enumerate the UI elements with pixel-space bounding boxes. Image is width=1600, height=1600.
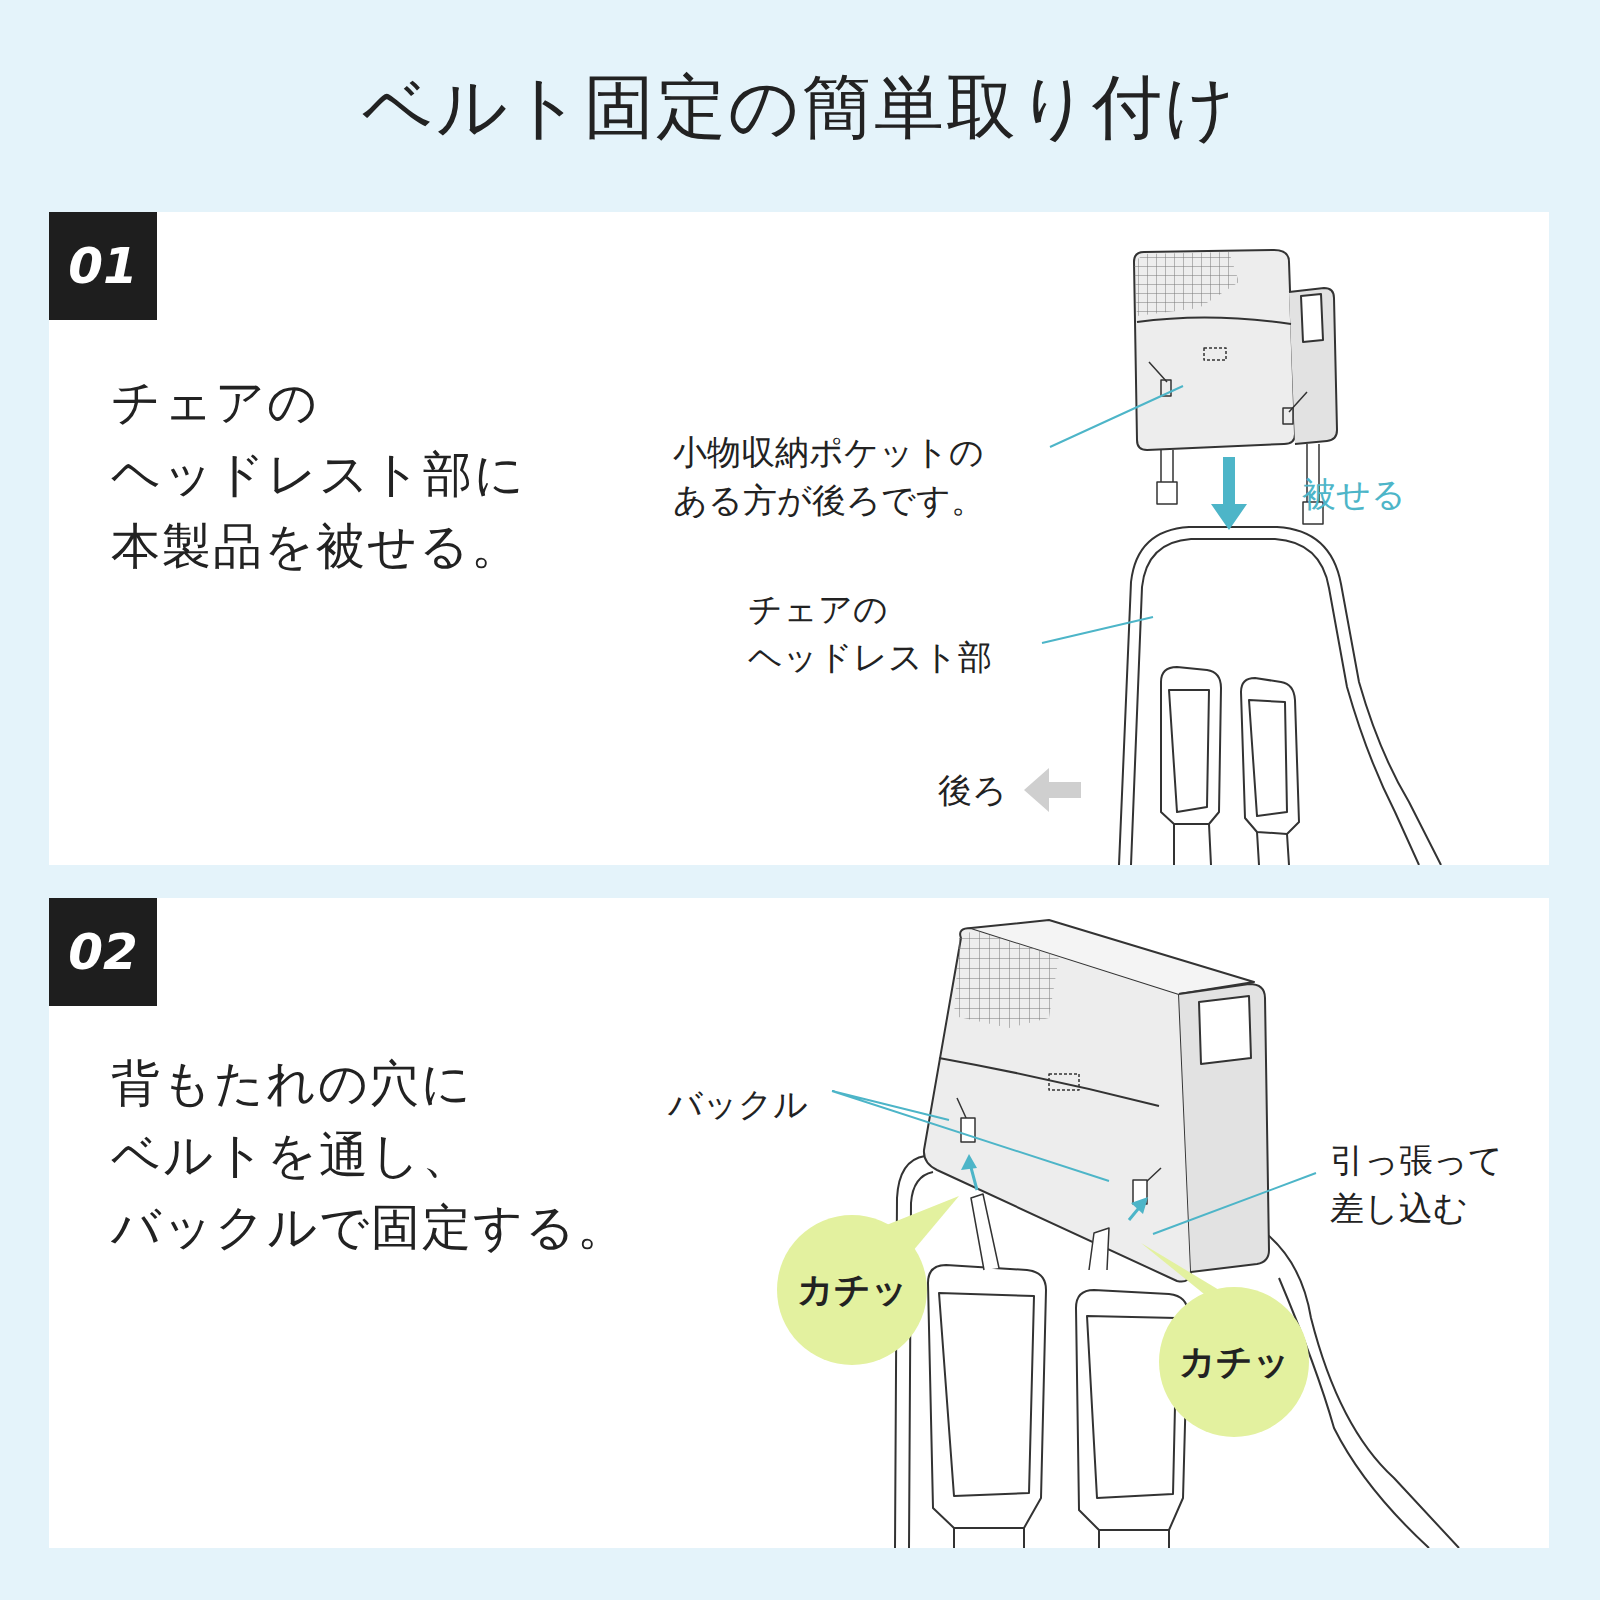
click-bubble: カチッ <box>1159 1287 1309 1437</box>
step-panel: チェアの ヘッドレスト部に 本製品を被せる。 01 <box>49 212 1549 865</box>
step-number-text: 01 <box>68 237 138 295</box>
direction-label: 後ろ <box>938 766 1058 814</box>
step-number: 01 <box>49 212 157 320</box>
part-name: バックル <box>668 1080 848 1128</box>
step-number-text: 02 <box>68 923 138 981</box>
sound-text: カチッ <box>1179 1338 1290 1387</box>
step-instruction: チェアの ヘッドレスト部に 本製品を被せる。 <box>111 367 591 583</box>
action-label: 被せる <box>1302 470 1462 518</box>
step-instruction: 背もたれの穴に ベルトを通し、 バックルで固定する。 <box>111 1048 671 1264</box>
pocket-note: 小物収納ポケットの ある方が後ろです。 <box>673 428 1073 524</box>
instruction-note: 引っ張って 差し込む <box>1330 1136 1560 1232</box>
click-bubble: カチッ <box>777 1215 927 1365</box>
page-title: ベルト固定の簡単取り付け <box>0 62 1600 152</box>
step-number: 02 <box>49 898 157 1006</box>
part-name: チェアの ヘッドレスト部 <box>748 585 1038 681</box>
sound-text: カチッ <box>797 1266 908 1315</box>
step-panel: 背もたれの穴に ベルトを通し、 バックルで固定する。02カチッカチッ <box>49 898 1549 1548</box>
